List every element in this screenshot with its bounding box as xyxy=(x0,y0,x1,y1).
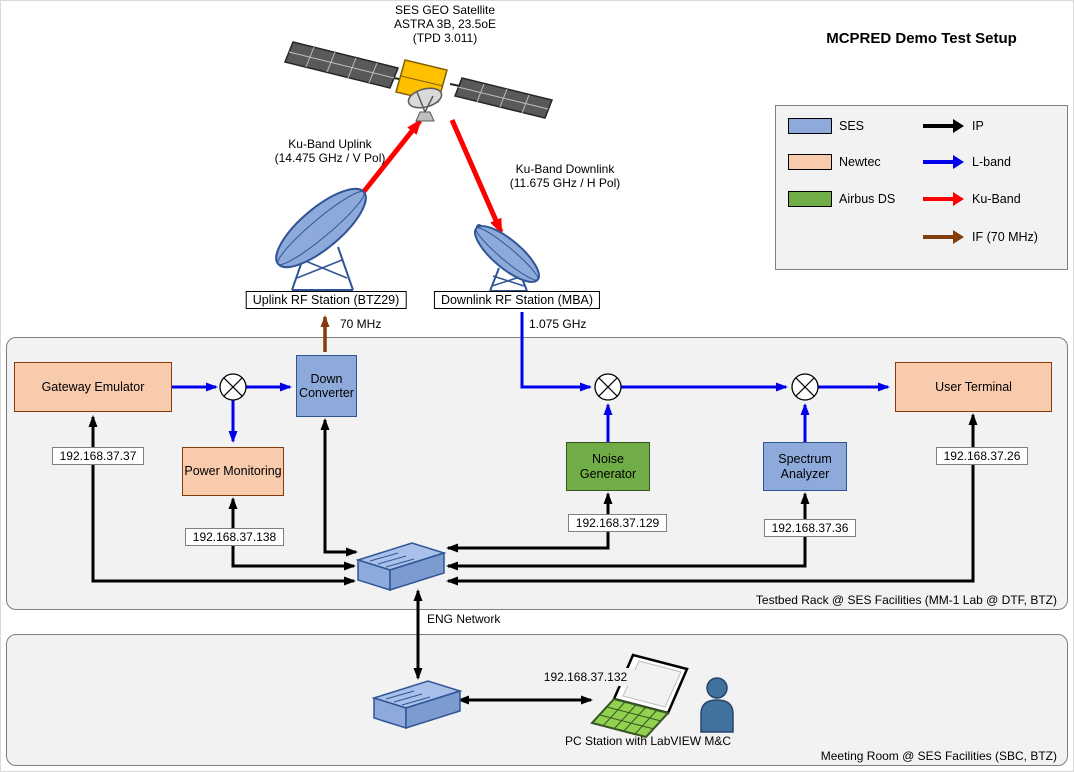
if-frequency-label: 70 MHz xyxy=(340,317,382,331)
satellite-icon xyxy=(283,41,554,122)
noise-generator-ip-label: 192.168.37.129 xyxy=(568,514,667,532)
meeting-room-container: Meeting Room @ SES Facilities (SBC, BTZ) xyxy=(6,634,1068,766)
spectrum-analyzer-ip-label: 192.168.37.36 xyxy=(764,519,856,537)
downlink-link-detail: (11.675 GHz / H Pol) xyxy=(509,176,621,190)
pc-station-ip-label: 192.168.37.132 xyxy=(536,668,635,686)
satellite-orbit: ASTRA 3B, 23.5oE xyxy=(393,17,497,31)
page-title: MCPRED Demo Test Setup xyxy=(826,30,1017,47)
legend-label-lband: L-band xyxy=(972,155,1011,169)
legend-swatch-newtec xyxy=(788,154,832,170)
uplink-link-name: Ku-Band Uplink xyxy=(288,137,372,151)
legend-label-ses: SES xyxy=(839,119,865,133)
legend-label-ip: IP xyxy=(972,119,984,133)
downlink-link-label: Ku-Band Downlink (11.675 GHz / H Pol) xyxy=(470,162,660,190)
pc-station-label: PC Station with LabVIEW M&C xyxy=(564,734,732,748)
spectrum-analyzer-node: Spectrum Analyzer xyxy=(763,442,847,491)
legend-swatch-ses xyxy=(788,118,832,134)
uplink-dish-icon xyxy=(275,187,367,291)
gateway-emulator-node: Gateway Emulator xyxy=(14,362,172,412)
testbed-caption: Testbed Rack @ SES Facilities (MM-1 Lab … xyxy=(755,593,1057,607)
meeting-room-caption: Meeting Room @ SES Facilities (SBC, BTZ) xyxy=(820,749,1057,763)
legend-label-airbus: Airbus DS xyxy=(839,192,896,206)
legend-label-if: IF (70 MHz) xyxy=(972,230,1038,244)
lband-frequency-label: 1.075 GHz xyxy=(529,317,587,331)
uplink-link-label: Ku-Band Uplink (14.475 GHz / V Pol) xyxy=(235,137,425,165)
legend-label-newtec: Newtec xyxy=(839,155,881,169)
downlink-dish-icon xyxy=(474,224,540,292)
satellite-name: SES GEO Satellite xyxy=(394,3,496,17)
uplink-station-label: Uplink RF Station (BTZ29) xyxy=(245,291,407,309)
legend-label-kuband: Ku-Band xyxy=(972,192,1021,206)
power-monitoring-ip-label: 192.168.37.138 xyxy=(185,528,284,546)
uplink-link-detail: (14.475 GHz / V Pol) xyxy=(274,151,386,165)
downlink-link-name: Ku-Band Downlink xyxy=(515,162,615,176)
legend-arrow-kuband-icon xyxy=(923,192,964,206)
legend-arrow-ip-icon xyxy=(923,119,964,133)
gateway-ip-label: 192.168.37.37 xyxy=(52,447,144,465)
legend-arrow-lband-icon xyxy=(923,155,964,169)
eng-network-label: ENG Network xyxy=(427,612,501,626)
user-terminal-node: User Terminal xyxy=(895,362,1052,412)
user-terminal-ip-label: 192.168.37.26 xyxy=(936,447,1028,465)
noise-generator-node: Noise Generator xyxy=(566,442,650,491)
satellite-label: SES GEO Satellite ASTRA 3B, 23.5oE (TPD … xyxy=(345,3,545,45)
legend: SES Newtec Airbus DS IP L-band Ku-Band I… xyxy=(775,105,1068,270)
legend-swatch-airbus xyxy=(788,191,832,207)
legend-arrow-if-icon xyxy=(923,230,964,244)
downlink-station-label: Downlink RF Station (MBA) xyxy=(433,291,601,309)
power-monitoring-node: Power Monitoring xyxy=(182,447,284,496)
down-converter-node: Down Converter xyxy=(296,355,357,417)
satellite-tpd: (TPD 3.011) xyxy=(412,31,478,45)
